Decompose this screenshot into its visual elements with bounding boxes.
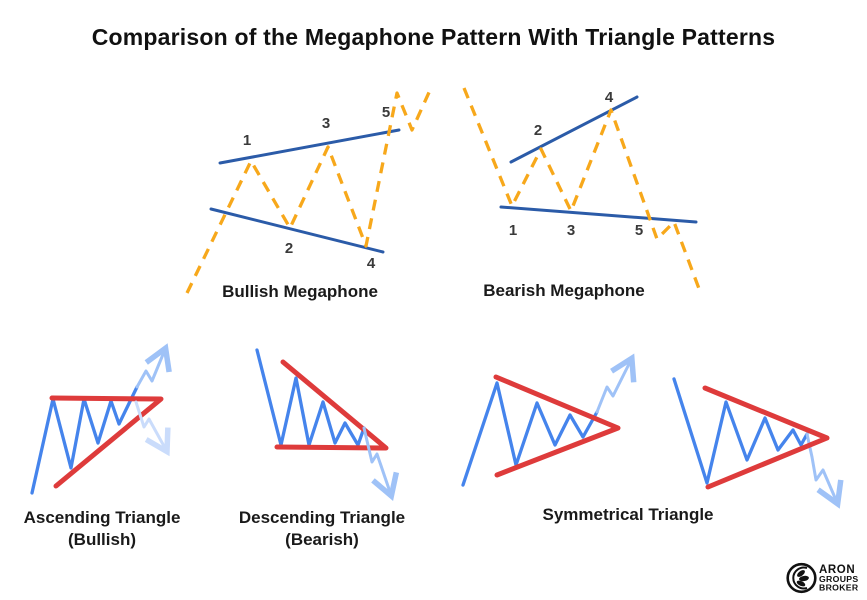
bullish-megaphone-figure: 1 2 3 4 5 Bullish Megaphone [185, 87, 433, 301]
swing-point-label: 2 [285, 240, 293, 257]
breakout-arrow [135, 343, 172, 389]
swing-point-label: 4 [605, 89, 614, 106]
descending-price-zigzag [255, 348, 366, 447]
bullish-upper-trendline [218, 128, 401, 165]
logo-leaf-icon [799, 575, 809, 582]
symmetrical-triangle-lines [493, 374, 621, 478]
breakdown-arrow [134, 400, 171, 457]
symmetrical-triangle-lines [702, 385, 830, 490]
breakdown-arrow [362, 426, 400, 501]
logo-name: ARON [819, 564, 855, 576]
ascending-triangle-bias: (Bullish) [68, 530, 136, 549]
bullish-lower-trendline [209, 207, 385, 254]
swing-point-label: 3 [322, 115, 330, 132]
symmetrical-triangle-label: Symmetrical Triangle [542, 505, 713, 524]
descending-triangle-bias: (Bearish) [285, 530, 359, 549]
bearish-price-zigzag [462, 87, 703, 295]
bearish-upper-trendline [509, 95, 639, 164]
logo-leaf-icon [797, 570, 805, 577]
ascending-triangle-lines [49, 395, 164, 489]
ascending-triangle-figure: Ascending Triangle (Bullish) [24, 343, 181, 549]
logo-leaf-icon [796, 580, 806, 587]
bearish-lower-trendline [499, 205, 698, 224]
symmetrical-triangle-bullish-figure [461, 353, 637, 487]
symmetrical-price-zigzag [672, 377, 809, 485]
logo-subtitle: BROKER [819, 583, 859, 593]
descending-triangle-label: Descending Triangle [239, 508, 405, 527]
logo-crescent-icon [792, 566, 808, 590]
symmetrical-triangle-bearish-figure: Symmetrical Triangle [542, 377, 844, 524]
swing-point-label: 5 [635, 222, 643, 239]
bearish-megaphone-label: Bearish Megaphone [483, 281, 645, 300]
logo-subtitle: GROUPS [819, 574, 858, 584]
breakout-arrow [595, 353, 637, 414]
broker-logo: ARON GROUPS BROKER [786, 562, 859, 594]
swing-point-label: 5 [382, 104, 390, 121]
swing-point-label: 1 [509, 222, 517, 239]
swing-point-label: 4 [367, 255, 376, 272]
symmetrical-price-zigzag [461, 381, 599, 487]
bullish-megaphone-label: Bullish Megaphone [222, 282, 378, 301]
descending-triangle-figure: Descending Triangle (Bearish) [239, 348, 405, 549]
swing-point-label: 2 [534, 122, 542, 139]
ascending-triangle-label: Ascending Triangle [24, 508, 181, 527]
logo-circle-icon [786, 562, 817, 594]
swing-point-label: 1 [243, 132, 251, 149]
bearish-megaphone-figure: 1 2 3 4 5 Bearish Megaphone [462, 87, 703, 300]
breakdown-arrow [805, 432, 844, 509]
swing-point-label: 3 [567, 222, 575, 239]
bullish-price-zigzag [185, 87, 433, 294]
descending-triangle-lines [274, 359, 389, 451]
ascending-price-zigzag [30, 385, 139, 495]
page-title: Comparison of the Megaphone Pattern With… [91, 24, 776, 50]
